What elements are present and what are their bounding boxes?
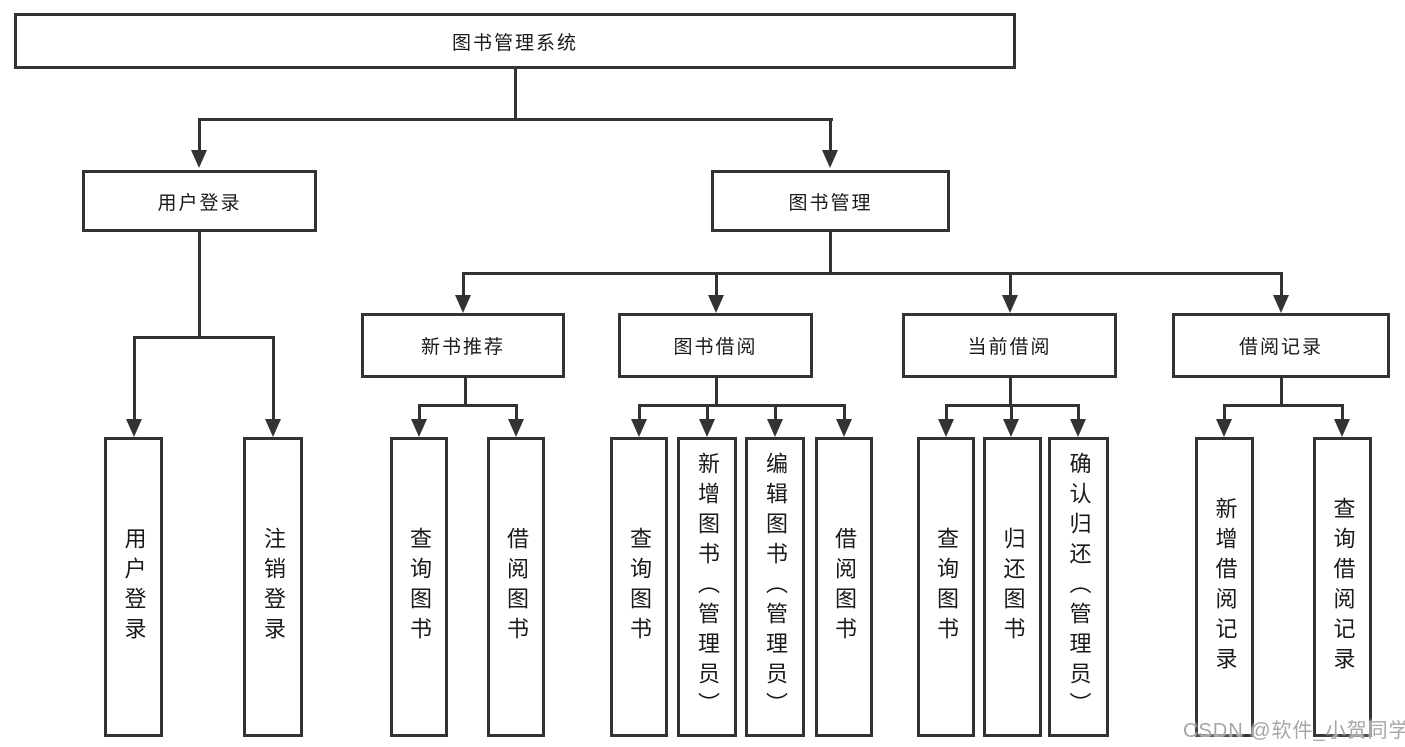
connector-new-book-rec-bar [418, 404, 518, 407]
arrowhead-ul-logout [265, 419, 281, 437]
node-user-login-label: 用户登录 [157, 192, 242, 214]
connector-book-mgmt-bar [462, 272, 1283, 275]
connector-user-login-stub [198, 232, 201, 338]
arrowhead-bb-edit [767, 419, 783, 437]
arrowhead-book-mgmt [822, 150, 838, 168]
connector-drop-cb-return [1010, 404, 1013, 420]
arrowhead-cb-return [1003, 419, 1019, 437]
connector-drop-ul-logout [272, 336, 275, 420]
node-book-borrow-label: 图书借阅 [673, 337, 758, 358]
node-current-borrow: 当前借阅 [902, 313, 1117, 378]
arrowhead-ul-user-login [126, 419, 142, 437]
connector-drop-cb-query [945, 404, 948, 420]
node-bb-add-label: 新增图书（管理员） [695, 452, 720, 722]
connector-drop-bb-add [706, 404, 709, 420]
connector-drop-new-book-rec [462, 272, 465, 297]
connector-drop-nb-query [418, 404, 421, 420]
node-root-label: 图书管理系统 [451, 32, 578, 54]
arrowhead-cb-query [938, 419, 954, 437]
node-book-mgmt: 图书管理 [711, 170, 950, 232]
node-current-borrow-label: 当前借阅 [967, 337, 1052, 358]
arrowhead-book-borrow [708, 295, 724, 313]
node-nb-query-label: 查询图书 [407, 527, 432, 647]
arrowhead-cb-confirm [1070, 419, 1086, 437]
connector-book-borrow-bar [638, 404, 846, 407]
connector-book-borrow-stub [715, 378, 718, 407]
arrowhead-bb-add [699, 419, 715, 437]
node-nb-borrow-label: 借阅图书 [504, 527, 529, 647]
node-borrow-records: 借阅记录 [1172, 313, 1390, 378]
connector-new-book-rec-stub [464, 378, 467, 407]
connector-drop-borrow-records [1280, 272, 1283, 297]
node-br-query: 查询借阅记录 [1313, 437, 1372, 737]
node-bb-add: 新增图书（管理员） [677, 437, 737, 737]
node-br-add-label: 新增借阅记录 [1212, 497, 1238, 677]
node-new-book-rec: 新书推荐 [361, 313, 565, 378]
connector-drop-bb-borrow [843, 404, 846, 420]
arrowhead-br-add [1216, 419, 1232, 437]
node-book-mgmt-label: 图书管理 [788, 192, 873, 214]
node-bb-query-label: 查询图书 [627, 527, 652, 647]
connector-drop-book-mgmt [829, 118, 832, 152]
node-bb-borrow-label: 借阅图书 [832, 527, 857, 647]
node-cb-confirm: 确认归还（管理员） [1048, 437, 1109, 737]
connector-current-borrow-stub [1009, 378, 1012, 407]
node-root: 图书管理系统 [14, 13, 1016, 69]
node-cb-query-label: 查询图书 [934, 527, 959, 647]
connector-book-mgmt-stub [829, 232, 832, 275]
node-ul-logout: 注销登录 [243, 437, 303, 737]
connector-root-stub [514, 69, 517, 120]
node-book-borrow: 图书借阅 [618, 313, 813, 378]
node-bb-edit: 编辑图书（管理员） [745, 437, 805, 737]
arrowhead-bb-query [631, 419, 647, 437]
node-bb-query: 查询图书 [610, 437, 668, 737]
node-cb-query: 查询图书 [917, 437, 975, 737]
arrowhead-new-book-rec [455, 295, 471, 313]
node-ul-logout-label: 注销登录 [261, 527, 286, 647]
connector-drop-cb-confirm [1077, 404, 1080, 420]
connector-borrow-records-bar [1223, 404, 1344, 407]
node-new-book-rec-label: 新书推荐 [420, 337, 505, 358]
node-user-login: 用户登录 [82, 170, 317, 232]
connector-root-bar [198, 118, 833, 121]
arrowhead-borrow-records [1273, 295, 1289, 313]
node-br-add: 新增借阅记录 [1195, 437, 1254, 737]
connector-drop-br-add [1223, 404, 1226, 420]
arrowhead-nb-query [411, 419, 427, 437]
node-ul-user-login-label: 用户登录 [121, 527, 147, 647]
connector-drop-bb-query [638, 404, 641, 420]
node-cb-return-label: 归还图书 [1000, 527, 1026, 647]
arrowhead-user-login [191, 150, 207, 168]
connector-drop-nb-borrow [515, 404, 518, 420]
node-cb-confirm-label: 确认归还（管理员） [1066, 452, 1092, 722]
node-nb-query: 查询图书 [390, 437, 448, 737]
node-cb-return: 归还图书 [983, 437, 1042, 737]
node-bb-edit-label: 编辑图书（管理员） [763, 452, 788, 722]
connector-drop-user-login [198, 118, 201, 152]
connector-drop-book-borrow [715, 272, 718, 297]
connector-drop-bb-edit [774, 404, 777, 420]
connector-borrow-records-stub [1280, 378, 1283, 407]
arrowhead-current-borrow [1002, 295, 1018, 313]
node-borrow-records-label: 借阅记录 [1238, 337, 1323, 358]
node-br-query-label: 查询借阅记录 [1330, 497, 1356, 677]
node-ul-user-login: 用户登录 [104, 437, 163, 737]
arrowhead-nb-borrow [508, 419, 524, 437]
connector-drop-ul-user-login [133, 336, 136, 420]
node-bb-borrow: 借阅图书 [815, 437, 873, 737]
connector-drop-br-query [1341, 404, 1344, 420]
arrowhead-bb-borrow [836, 419, 852, 437]
connector-user-login-bar [133, 336, 275, 339]
csdn-watermark: CSDN @软件_小贺同学 [1183, 720, 1405, 742]
arrowhead-br-query [1334, 419, 1350, 437]
node-nb-borrow: 借阅图书 [487, 437, 545, 737]
connector-drop-current-borrow [1009, 272, 1012, 297]
